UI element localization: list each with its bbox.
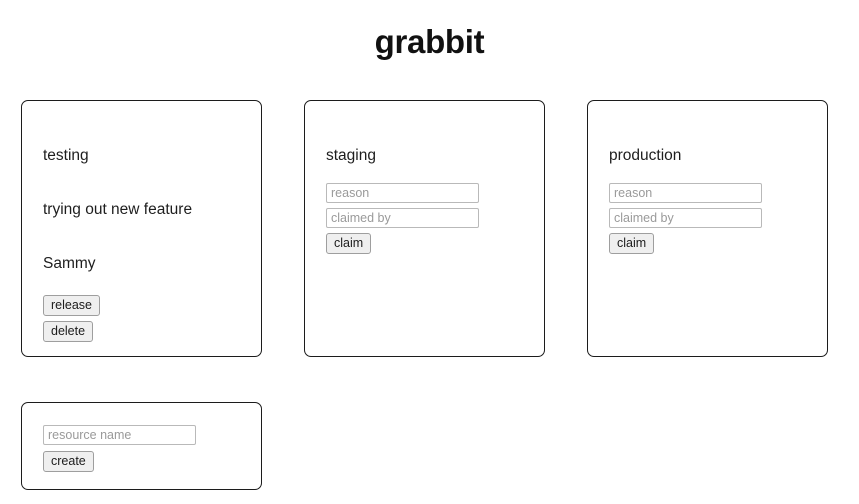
create-card-wrapper: create xyxy=(0,357,859,490)
claim-form-staging: claim xyxy=(326,183,523,254)
reason-input-staging[interactable] xyxy=(326,183,479,203)
resource-name-input[interactable] xyxy=(43,425,196,445)
claimed-by-input-production[interactable] xyxy=(609,208,762,228)
resource-claimed-by-testing: Sammy xyxy=(43,255,96,272)
delete-button[interactable]: delete xyxy=(43,321,94,342)
claim-form-production: claim xyxy=(609,183,806,254)
resource-name-production: production xyxy=(609,147,682,164)
reason-input-production[interactable] xyxy=(609,183,762,203)
create-button[interactable]: create xyxy=(43,451,94,472)
release-button[interactable]: release xyxy=(43,295,100,316)
create-resource-card: create xyxy=(21,402,262,490)
claimed-by-input-staging[interactable] xyxy=(326,208,479,228)
resource-card-production: production claim xyxy=(587,100,828,357)
resource-cards-row: testing trying out new feature Sammy rel… xyxy=(0,62,859,357)
resource-name-testing: testing xyxy=(43,147,89,164)
resource-actions-testing: release delete xyxy=(43,295,240,342)
resource-card-testing: testing trying out new feature Sammy rel… xyxy=(21,100,262,357)
resource-reason-testing: trying out new feature xyxy=(43,201,193,218)
page-title: grabbit xyxy=(374,23,485,60)
claim-button-staging[interactable]: claim xyxy=(326,233,372,254)
resource-name-staging: staging xyxy=(326,147,376,164)
claim-button-production[interactable]: claim xyxy=(609,233,655,254)
resource-card-staging: staging claim xyxy=(304,100,545,357)
